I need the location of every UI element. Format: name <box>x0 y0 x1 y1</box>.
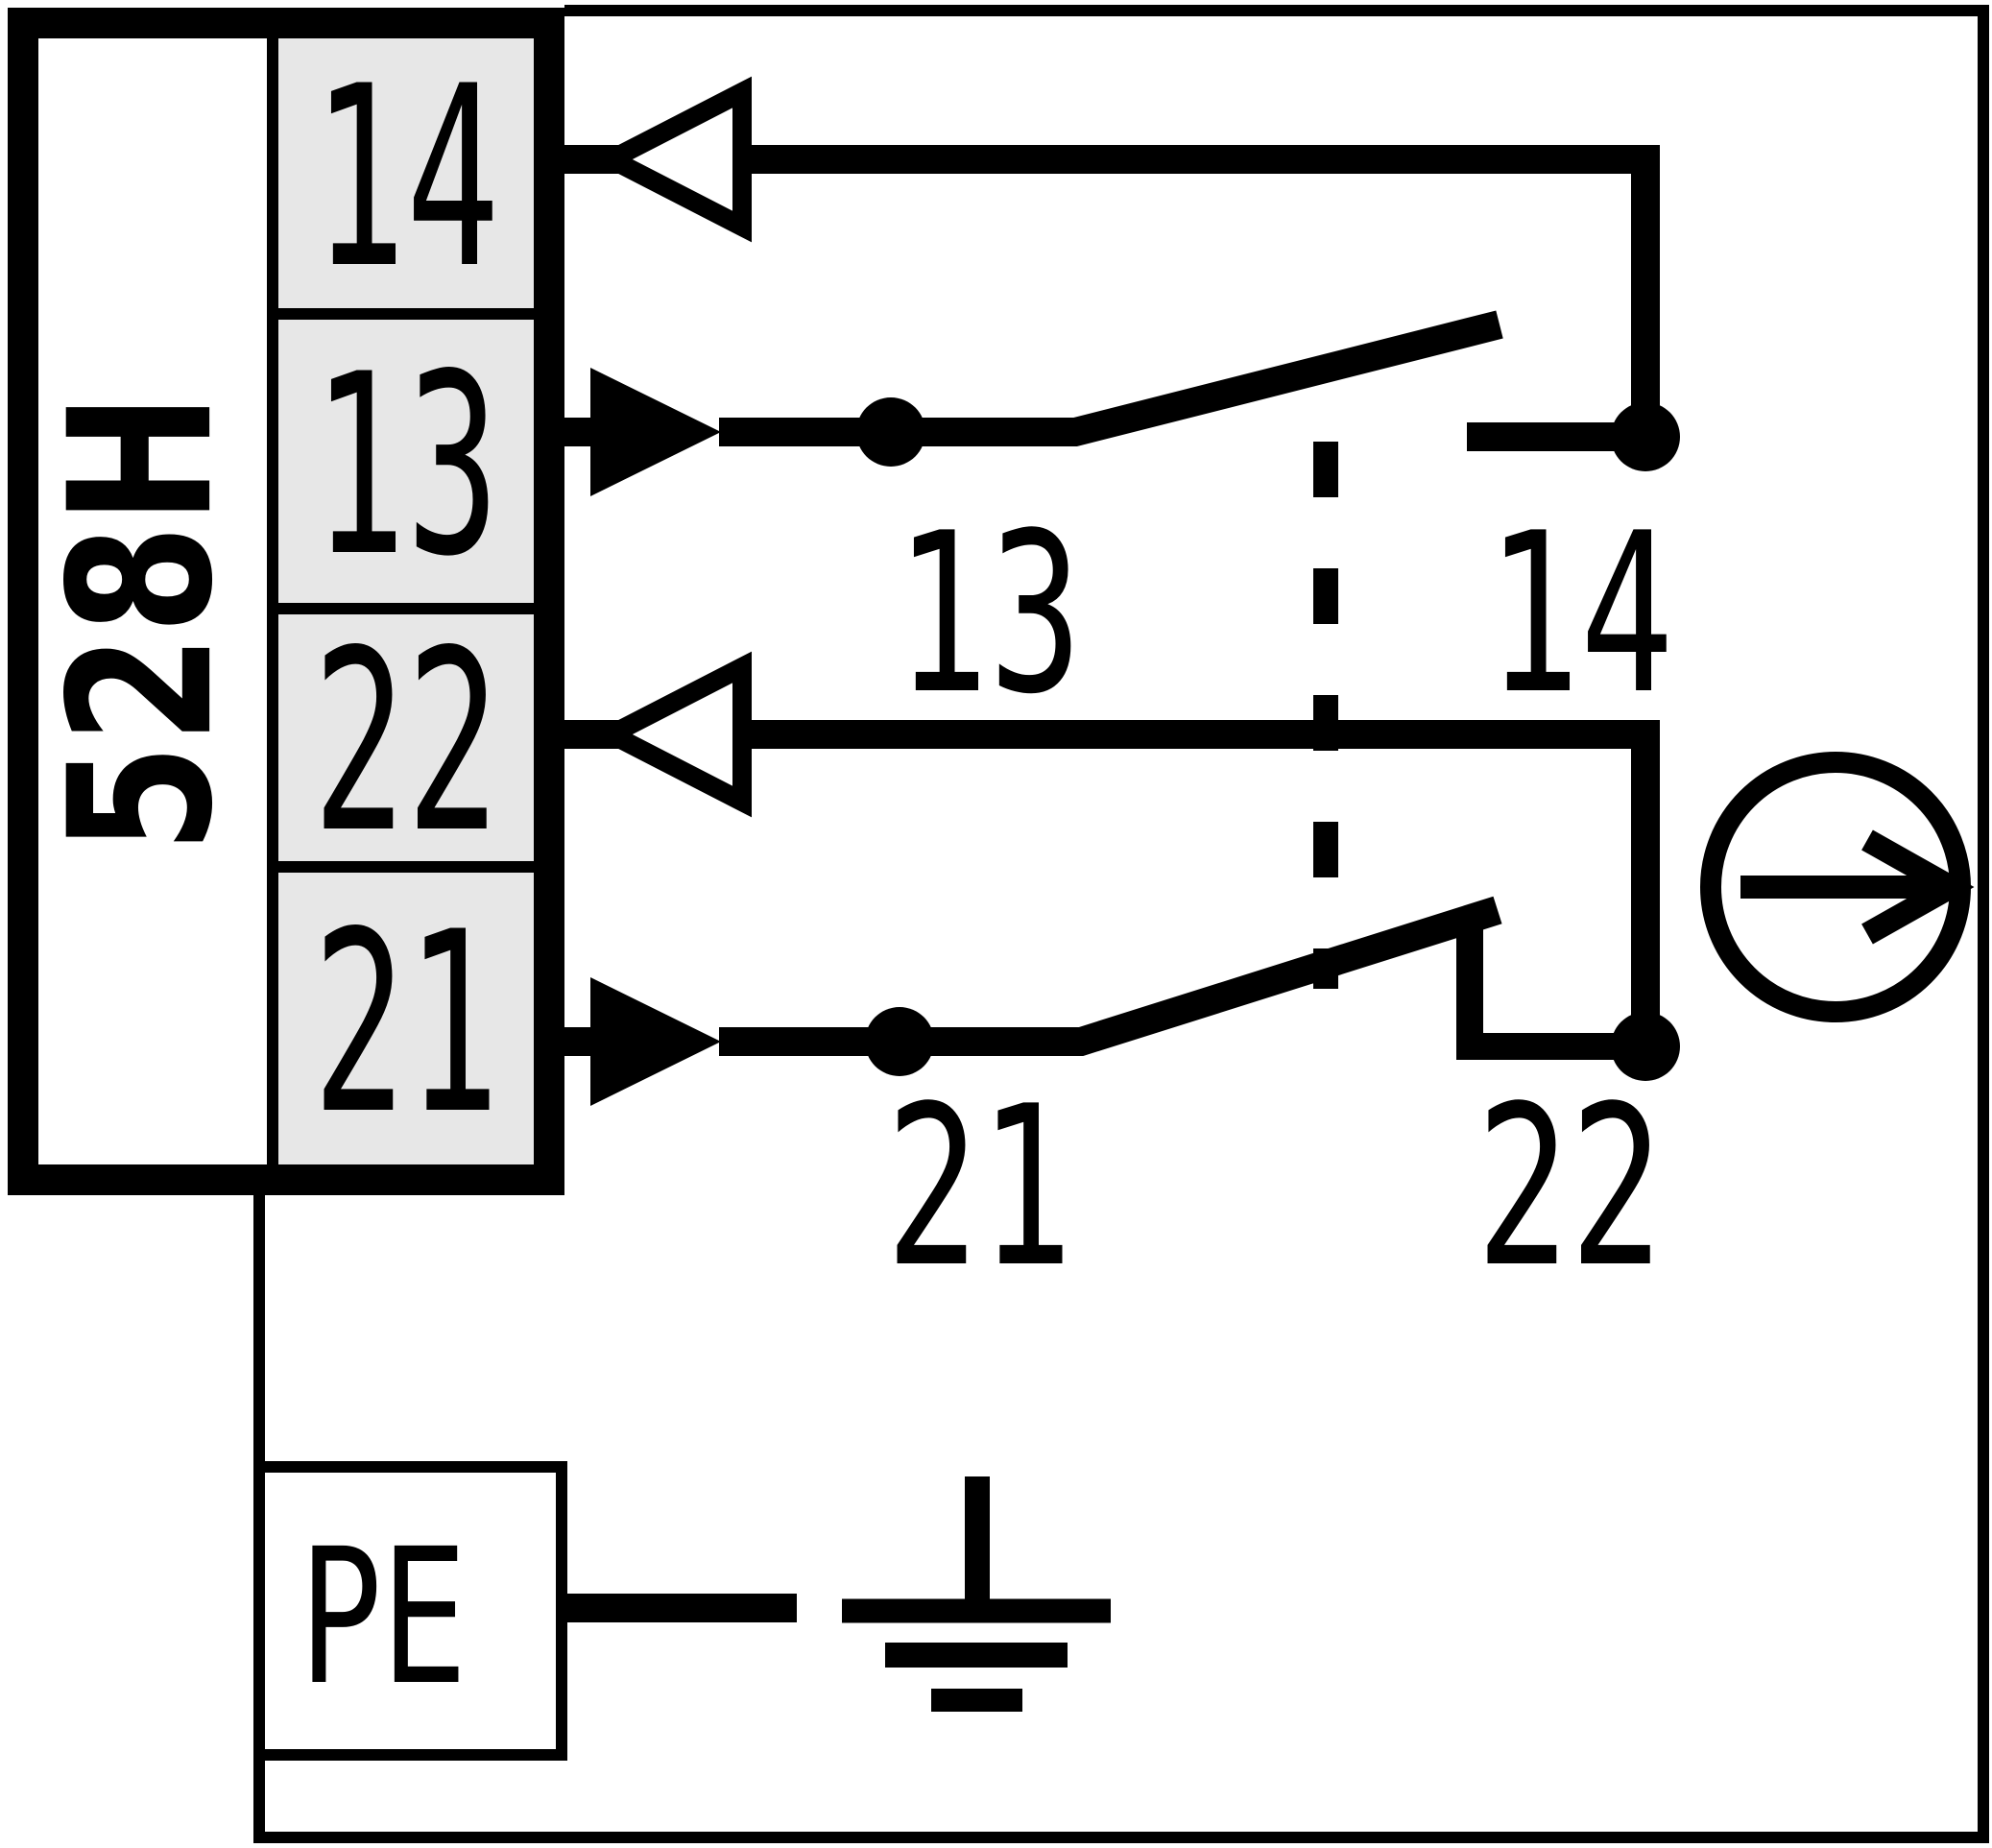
wire-13 <box>564 310 1503 496</box>
contact-22-seat <box>1456 915 1645 1060</box>
wire-22-run <box>742 720 1660 1046</box>
arrow-in-icon <box>590 368 721 496</box>
terminal-column: 14 13 22 21 <box>267 34 534 1169</box>
arrow-out-icon <box>590 651 752 818</box>
pe-label: PE <box>300 1508 468 1726</box>
pe-box <box>253 1461 567 1761</box>
nc-contact-label-21: 21 <box>886 1060 1073 1316</box>
no-contact-label-14: 14 <box>1487 487 1674 743</box>
terminal-cell-14 <box>278 38 534 308</box>
terminal-cell-21 <box>278 873 534 1164</box>
terminal-cell-22 <box>278 614 534 861</box>
nc-contact-lever <box>900 896 1502 1056</box>
actuation-direction-icon <box>1700 752 1975 1022</box>
earth-ground-icon <box>842 1476 1111 1712</box>
device-label: 528H <box>28 393 256 853</box>
contact-22-dot <box>1611 1012 1680 1081</box>
pe-terminal: PE <box>253 1461 797 1761</box>
direction-arrow-head <box>1861 829 1975 945</box>
wire-14 <box>564 76 1680 471</box>
terminal-label-13: 13 <box>313 322 500 612</box>
wire-22 <box>564 651 1680 1081</box>
arrow-in-icon <box>590 977 721 1106</box>
wire-14-run <box>742 145 1660 437</box>
nc-contact-label-22: 22 <box>1476 1060 1664 1316</box>
no-contact-lever <box>891 310 1503 446</box>
cell-separator <box>278 861 534 873</box>
terminal-label-14: 14 <box>313 34 500 324</box>
wire-21 <box>564 896 1502 1106</box>
cell-separator <box>278 308 534 320</box>
no-contact-label-13: 13 <box>896 487 1083 743</box>
cell-divider <box>267 38 278 1164</box>
contact-14-dot <box>1611 402 1680 471</box>
terminal-label-21: 21 <box>313 879 500 1169</box>
terminal-label-22: 22 <box>313 598 500 888</box>
arrow-out-icon <box>590 76 752 243</box>
terminal-cell-13 <box>278 320 534 603</box>
cell-separator <box>278 603 534 614</box>
